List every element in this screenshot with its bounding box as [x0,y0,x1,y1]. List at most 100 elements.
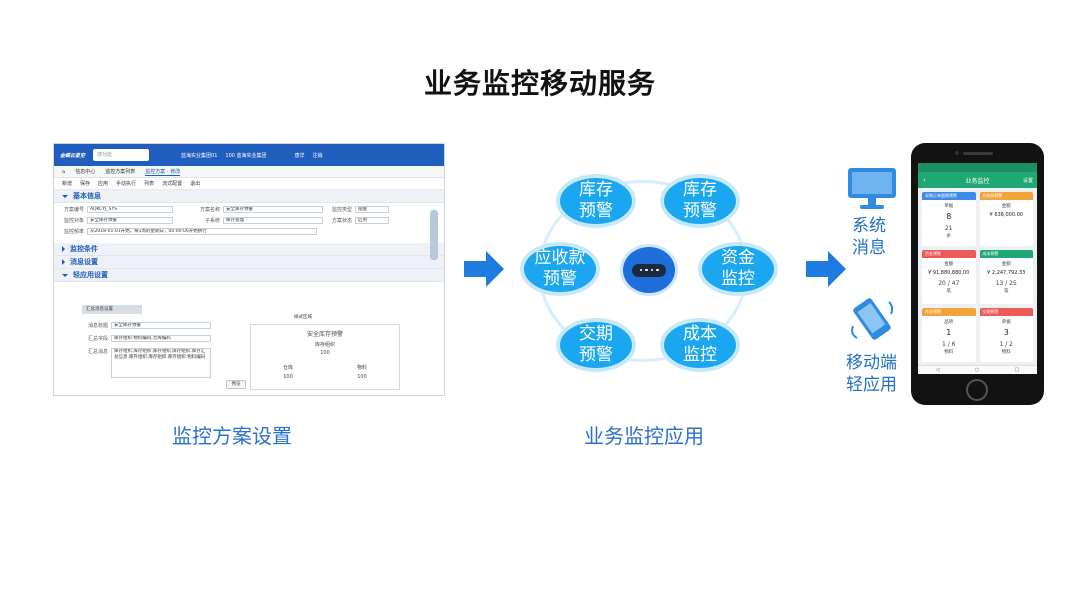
toolbar-flow[interactable]: 流式配置 [162,181,183,187]
msg-title-input[interactable]: 安全库存预警 [111,322,211,329]
arrow-right-icon [464,251,504,287]
toolbar-new[interactable]: 新增 [62,181,73,187]
phone-card-secondary-label: 条 [946,234,952,239]
node-cost-monitor: 成本 监控 [660,318,740,372]
scheme-name-input[interactable]: 安全库存预警 [223,206,323,213]
toolbar-run[interactable]: 手动执行 [116,181,137,187]
phone-card-tag: 采购订单超期预警 [922,192,976,200]
subsys-input[interactable]: 库存管理 [223,217,323,224]
field-label: 方案状态 [331,218,352,224]
toolbar-save[interactable]: 保存 [80,181,91,187]
erp-toolbar: 新增 保存 应用 手动执行 列表 流式配置 退出 [54,178,444,190]
phone-card-label: 品项 [944,320,954,325]
preview-col-material: 物料 [356,365,367,371]
phone-card[interactable]: 库存预警品项 1 1 / 6 物料 [922,308,976,362]
erp-topbar: 金蝶云星空 搜功能 蓝海实业集团01 100 蓝海实业集团 唐洋 注销 [54,144,444,166]
section-message[interactable]: 消息设置 [54,256,444,269]
section-light-app[interactable]: 轻应用设置 [54,269,444,282]
summary-field-select[interactable]: 库存组织.物料编码,仓库编码 [111,335,211,342]
phone-card-tag: 应收款预警 [979,192,1033,200]
caret-right-icon [62,246,65,252]
field-label: 监控对象 [63,218,84,224]
field-monitor-obj: 监控对象 安全库存预警 [58,217,173,224]
tab-scheme-edit[interactable]: 监控方案 - 修改 [145,168,181,176]
phone-card-label: 金额 [1001,262,1011,267]
phone-card-secondary: 20 / 47 [938,280,960,287]
tab-scheme-list[interactable]: 监控方案列表 [105,169,136,175]
section-light-app-label: 轻应用设置 [73,271,108,279]
field-summary-msg: 汇总消息 库存组织.库存组织.库存组织.库存组织.库存汇总信息.库存组织.库存组… [82,348,211,378]
monitor-obj-input[interactable]: 安全库存预警 [87,217,173,224]
preview-col-warehouse: 仓库 [282,365,293,371]
preview-value: 100 [283,374,293,380]
freq-input[interactable]: 从2018-01-01开始，每1周的星期日，00:00:00开始执行 [87,228,317,235]
node-fund-monitor: 资金 监控 [698,242,778,296]
nav-recent-icon[interactable]: □ [1014,367,1020,373]
nav-home-icon[interactable]: ○ [974,367,980,373]
phone-card-secondary: 21 [944,225,953,232]
phone-card-value: ¥ 2,247,792.33 [987,270,1026,276]
type-select[interactable]: 提醒 [355,206,389,213]
tab-info[interactable]: 信息中心 [75,169,96,175]
erp-org2[interactable]: 100 蓝海实业集团 [225,152,267,159]
phone-card-value: ¥ 91,880,880.00 [928,270,970,276]
home-icon[interactable]: ⌂ [62,168,66,175]
phone-nav-bar: ◁ ○ □ [918,365,1037,374]
phone-card-value: 8 [946,212,952,221]
field-msg-title: 消息标题 安全库存预警 [82,322,211,329]
phone-card[interactable]: 采购订单超期预警单据 8 21 条 [922,192,976,246]
preview-button[interactable]: 预览 [226,380,246,389]
phone-card-label: 单据 [944,204,954,209]
erp-user[interactable]: 唐洋 [294,152,305,159]
mobile-phone-icon [851,298,894,340]
caption-system-message: 系统 消息 [852,216,886,258]
node-receivable-warning: 应收款 预警 [520,242,600,296]
phone-card-secondary-label: 物料 [944,350,954,355]
toolbar-list[interactable]: 列表 [144,181,155,187]
section-basic[interactable]: 基本信息 [54,190,444,203]
erp-screenshot: 金蝶云星空 搜功能 蓝海实业集团01 100 蓝海实业集团 唐洋 注销 ⌂ 信息… [53,143,445,396]
field-label: 监控类型 [331,207,352,213]
speaker-grille [963,152,993,155]
phone-card-secondary: 13 / 25 [995,280,1017,287]
section-conditions[interactable]: 监控条件 [54,243,444,256]
toolbar-apply[interactable]: 应用 [98,181,109,187]
phone-card-secondary: 1 / 6 [942,341,956,348]
phone-card-tag: 库存预警 [922,308,976,316]
caret-down-icon [62,273,68,277]
preview-value: 100 [320,350,330,356]
field-subsys: 子系统 库存管理 [194,217,323,224]
summary-msg-textarea[interactable]: 库存组织.库存组织.库存组织.库存组织.库存汇总信息.库存组织.库存组织.库存组… [111,348,211,378]
back-icon[interactable]: ‹ [923,176,926,184]
field-scheme-name: 方案名称 安全库存预警 [194,206,323,213]
phone-settings-link[interactable]: 设置 [1022,177,1033,184]
section-message-label: 消息设置 [70,258,98,266]
erp-logo: 金蝶云星空 [60,152,86,159]
arrow-right-icon [806,251,846,287]
field-label: 方案编号 [63,207,84,213]
erp-search-input[interactable]: 搜功能 [93,149,150,161]
phone-card-value: 3 [1003,328,1009,337]
toolbar-exit[interactable]: 退出 [190,181,201,187]
erp-org1[interactable]: 蓝海实业集团01 [181,152,218,159]
phone-card[interactable]: 应收款预警金额¥ 638,000.00 [979,192,1033,246]
node-stock-warning-1: 库存 预警 [556,174,636,228]
erp-logout[interactable]: 注销 [312,152,323,159]
section-conditions-label: 监控条件 [70,245,98,253]
caption-left: 监控方案设置 [172,424,292,448]
subtab-summary[interactable]: 汇总消息设置 [82,305,142,314]
status-select[interactable]: 启用 [355,217,389,224]
basic-form: 方案编号 AQKCYJ_SYS 方案名称 安全库存预警 监控类型 提醒 监控对象… [54,203,444,243]
side-scroll-handle[interactable] [430,210,438,260]
phone-card-value: 1 [946,328,952,337]
scheme-no-input[interactable]: AQKCYJ_SYS [87,206,173,213]
center-hub-icon [620,244,678,296]
home-button[interactable] [966,379,988,401]
camera-icon [955,151,959,155]
nav-back-icon[interactable]: ◁ [935,367,940,373]
